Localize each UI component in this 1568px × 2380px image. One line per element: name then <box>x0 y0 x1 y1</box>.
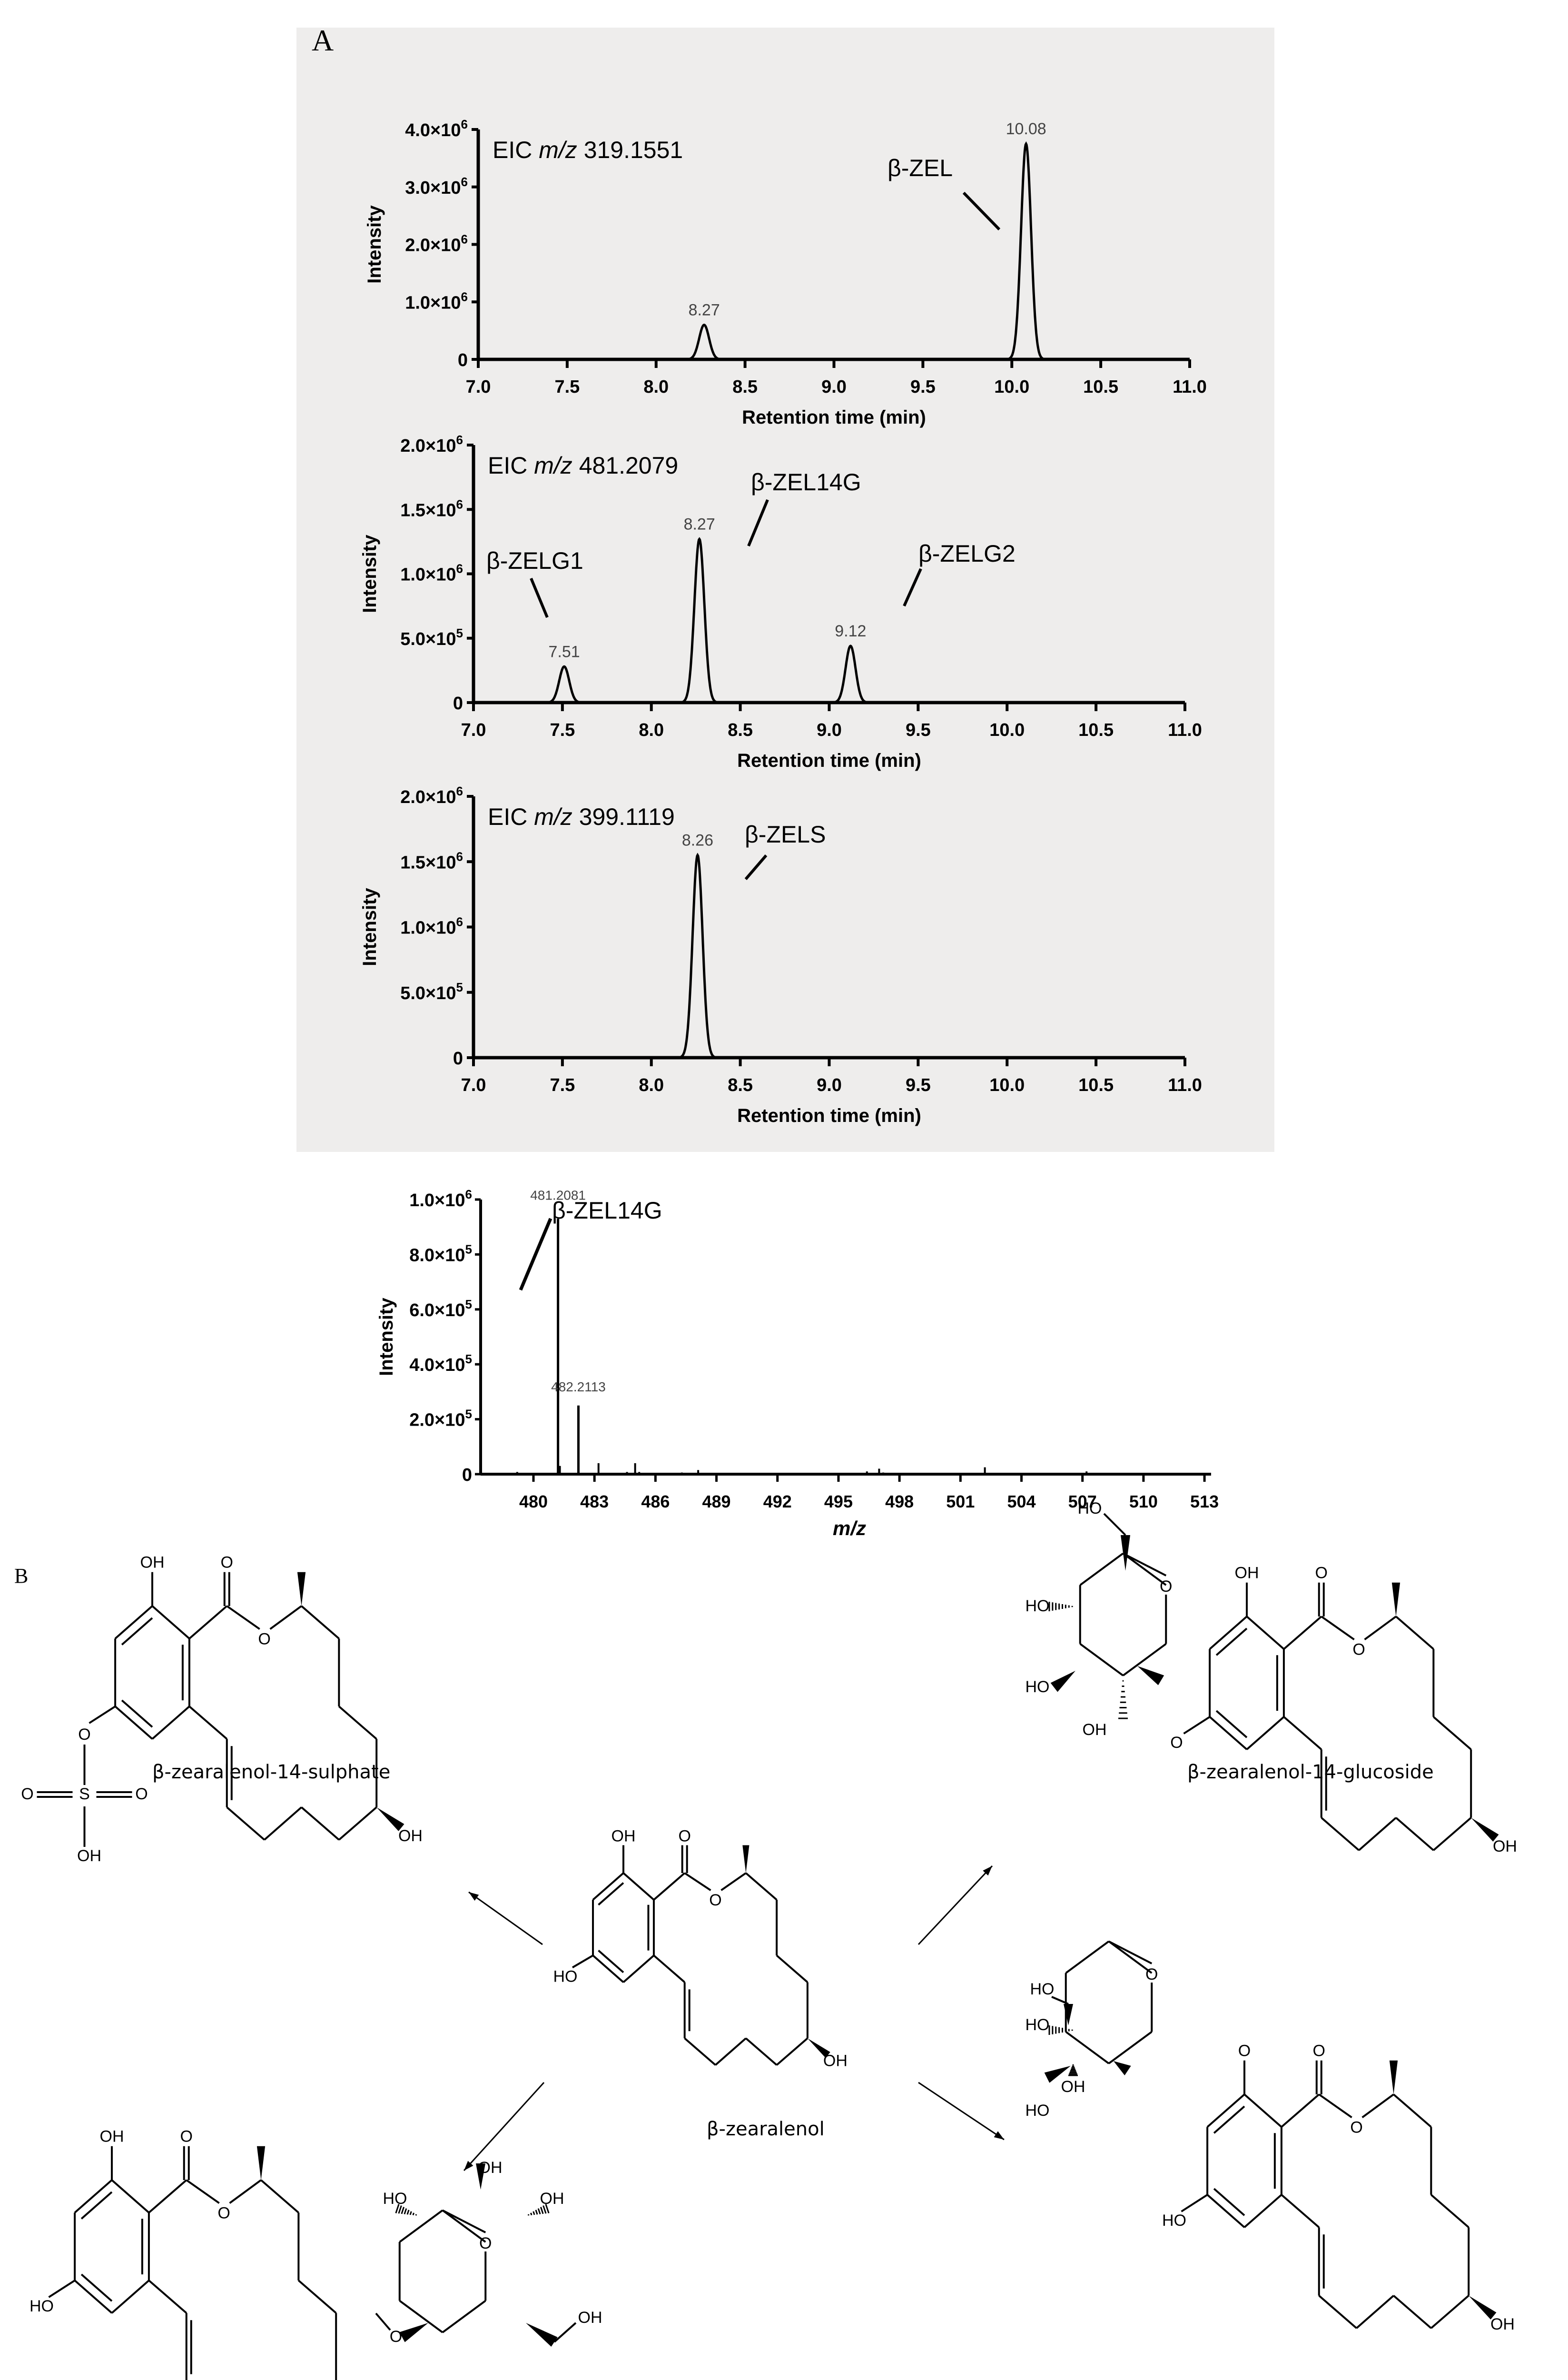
atom-label: O <box>390 2328 402 2346</box>
panel-a-background <box>296 28 1274 1152</box>
atom-label: HO <box>1026 1597 1050 1615</box>
atom-label: HO <box>383 2190 407 2208</box>
atom-label: HO <box>1026 2016 1050 2034</box>
x-tick-label: 492 <box>763 1492 792 1511</box>
atom-label: OH <box>398 1827 423 1845</box>
atom-label: HO <box>1030 1980 1055 1998</box>
atom-label: O <box>221 1553 233 1571</box>
atom-label: OH <box>100 2127 124 2145</box>
atom-label: OH <box>823 2052 848 2070</box>
atom-label: O <box>1352 1640 1365 1658</box>
y-tick-label: 0 <box>462 1465 472 1485</box>
atom-label: O <box>1170 1734 1183 1752</box>
atom-label: OH <box>140 1553 165 1571</box>
x-tick-label: 504 <box>1007 1492 1035 1511</box>
atom-label: O <box>217 2204 230 2222</box>
y-axis-title: Intensity <box>376 1298 397 1376</box>
y-tick-label: 1.0×106 <box>409 1187 472 1210</box>
x-tick-label: 495 <box>824 1492 853 1511</box>
x-tick-label: 513 <box>1190 1492 1219 1511</box>
atom-label: OH <box>77 1847 101 1865</box>
x-tick-label: 483 <box>580 1492 609 1511</box>
x-tick-label: 486 <box>641 1492 670 1511</box>
x-tick-label: 498 <box>885 1492 914 1511</box>
atom-label: O <box>78 1726 90 1744</box>
atom-label: OH <box>1083 1721 1107 1739</box>
atom-label: O <box>1160 1577 1172 1596</box>
atom-label: O <box>479 2234 492 2252</box>
x-axis-title: m/z <box>833 1517 866 1539</box>
y-tick-label: 4.0×105 <box>409 1352 472 1375</box>
compound-name-14-sulphate: β-zearalenol-14-sulphate <box>152 1761 391 1783</box>
panel-b-label: B <box>14 1564 29 1587</box>
atom-label: OH <box>540 2190 564 2208</box>
atom-label: O <box>1145 1965 1158 1983</box>
atom-label: S <box>79 1785 90 1803</box>
atom-label: O <box>678 1827 690 1845</box>
atom-label: HO <box>553 1967 578 1985</box>
atom-label: OH <box>578 2309 602 2327</box>
atom-label: HO <box>30 2297 54 2315</box>
compound-name-14-glucoside: β-zearalenol-14-glucoside <box>1187 1761 1434 1783</box>
atom-label: OH <box>1235 1564 1259 1582</box>
atom-label: O <box>180 2127 193 2145</box>
atom-label: OH <box>1490 2315 1515 2333</box>
atom-label: O <box>1315 1564 1328 1582</box>
atom-label: O <box>135 1785 148 1803</box>
y-tick-label: 2.0×105 <box>409 1407 472 1430</box>
y-tick-label: 8.0×105 <box>409 1242 472 1265</box>
atom-label: O <box>709 1891 721 1909</box>
atom-label: OH <box>1061 2078 1085 2096</box>
atom-label: HO <box>1026 1678 1050 1696</box>
atom-label: O <box>1313 2042 1325 2060</box>
x-tick-label: 507 <box>1068 1492 1097 1511</box>
atom-label: OH <box>611 1827 636 1845</box>
atom-label: HO <box>1162 2211 1186 2230</box>
compound-name-beta-zearalenol: β-zearalenol <box>707 2118 825 2140</box>
atom-label: OH <box>478 2159 503 2177</box>
atom-label: O <box>21 1785 33 1803</box>
panel-a-label: A <box>312 23 334 57</box>
y-tick-label: 6.0×105 <box>409 1297 472 1320</box>
atom-label: HO <box>1078 1499 1102 1517</box>
ms-peak-label: 482.2113 <box>551 1379 606 1394</box>
atom-label: O <box>258 1630 270 1648</box>
x-tick-label: 489 <box>702 1492 731 1511</box>
atom-label: O <box>1238 2042 1251 2060</box>
ms-annotation: β-ZEL14G <box>552 1197 662 1224</box>
atom-label: OH <box>1493 1837 1517 1855</box>
atom-label: HO <box>1026 2102 1050 2120</box>
atom-label: O <box>1350 2118 1362 2136</box>
ms-peak-label: 481.2081 <box>530 1188 586 1202</box>
x-tick-label: 501 <box>946 1492 975 1511</box>
x-tick-label: 480 <box>519 1492 548 1511</box>
x-tick-label: 510 <box>1129 1492 1158 1511</box>
